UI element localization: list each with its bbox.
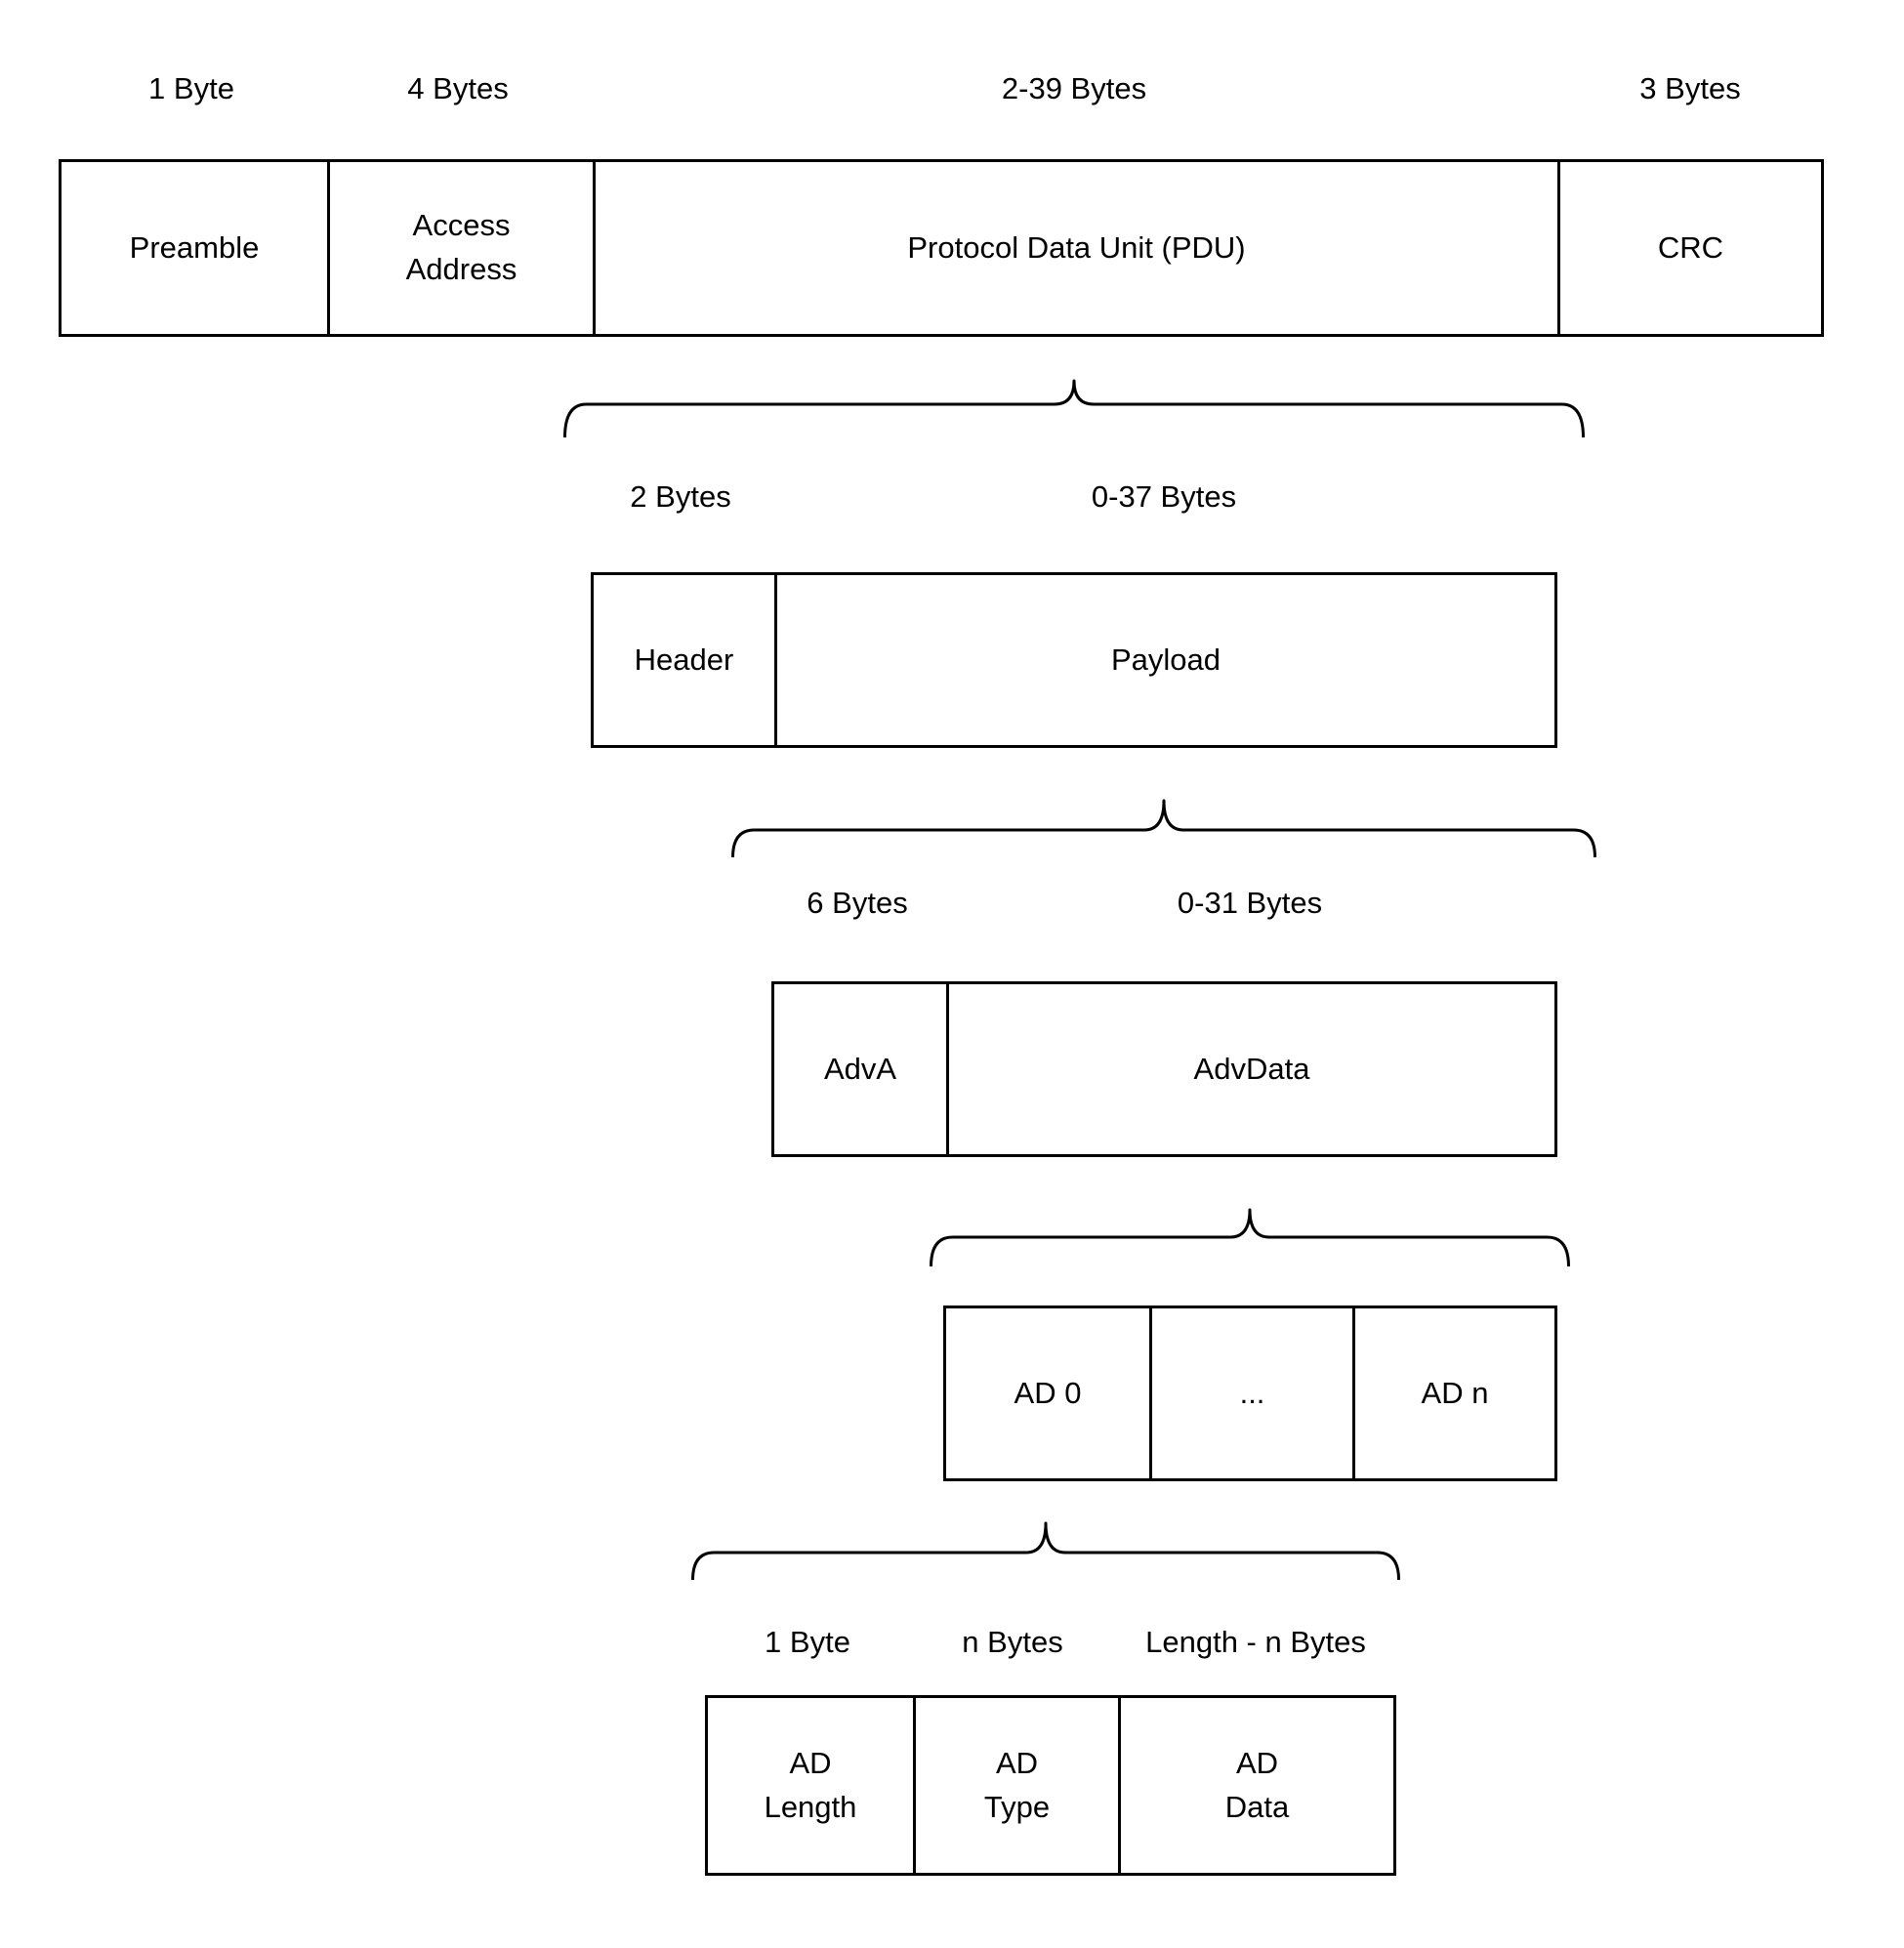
cell-adn: AD n	[1352, 1308, 1554, 1478]
ad-structure-row: AD Length AD Type AD Data	[705, 1695, 1396, 1876]
payload-row: AdvA AdvData	[771, 981, 1557, 1157]
size-label-ad-data: Length - n Bytes	[1145, 1625, 1366, 1659]
size-label-access-address: 4 Bytes	[407, 71, 509, 105]
cell-payload: Payload	[774, 575, 1554, 745]
size-label-preamble: 1 Byte	[148, 71, 234, 105]
cell-ad-ellipsis: ...	[1149, 1308, 1352, 1478]
cell-advdata: AdvData	[946, 984, 1554, 1154]
pdu-row: Header Payload	[591, 572, 1557, 748]
cell-ad-length: AD Length	[764, 1745, 857, 1824]
advdata-expansion-brace	[930, 1208, 1570, 1267]
size-label-payload: 0-37 Bytes	[1091, 479, 1237, 514]
pdu-expansion-brace	[563, 379, 1585, 438]
payload-expansion-brace	[731, 799, 1596, 858]
cell-ad-data: AD Data	[1118, 1698, 1393, 1873]
cell-ad-type: AD Type	[913, 1698, 1118, 1873]
cell-pdu: Protocol Data Unit (PDU)	[593, 162, 1557, 334]
size-label-ad-length: 1 Byte	[765, 1625, 850, 1659]
size-label-adva: 6 Bytes	[807, 886, 908, 920]
ad-structure-expansion-brace	[691, 1521, 1400, 1581]
advdata-row: AD 0 ... AD n	[943, 1306, 1557, 1481]
cell-adva: AdvA	[823, 1051, 897, 1086]
packet-row: Preamble Access Address Protocol Data Un…	[59, 159, 1824, 337]
size-label-header: 2 Bytes	[630, 479, 731, 514]
size-label-advdata: 0-31 Bytes	[1177, 886, 1323, 920]
size-label-crc: 3 Bytes	[1639, 71, 1741, 105]
size-label-ad-type: n Bytes	[962, 1625, 1063, 1659]
size-label-pdu: 2-39 Bytes	[1001, 71, 1147, 105]
cell-preamble: Preamble	[129, 229, 260, 265]
cell-crc: CRC	[1557, 162, 1821, 334]
cell-access-address: Access Address	[327, 162, 593, 334]
cell-header: Header	[634, 642, 734, 677]
cell-ad0: AD 0	[1014, 1375, 1082, 1410]
